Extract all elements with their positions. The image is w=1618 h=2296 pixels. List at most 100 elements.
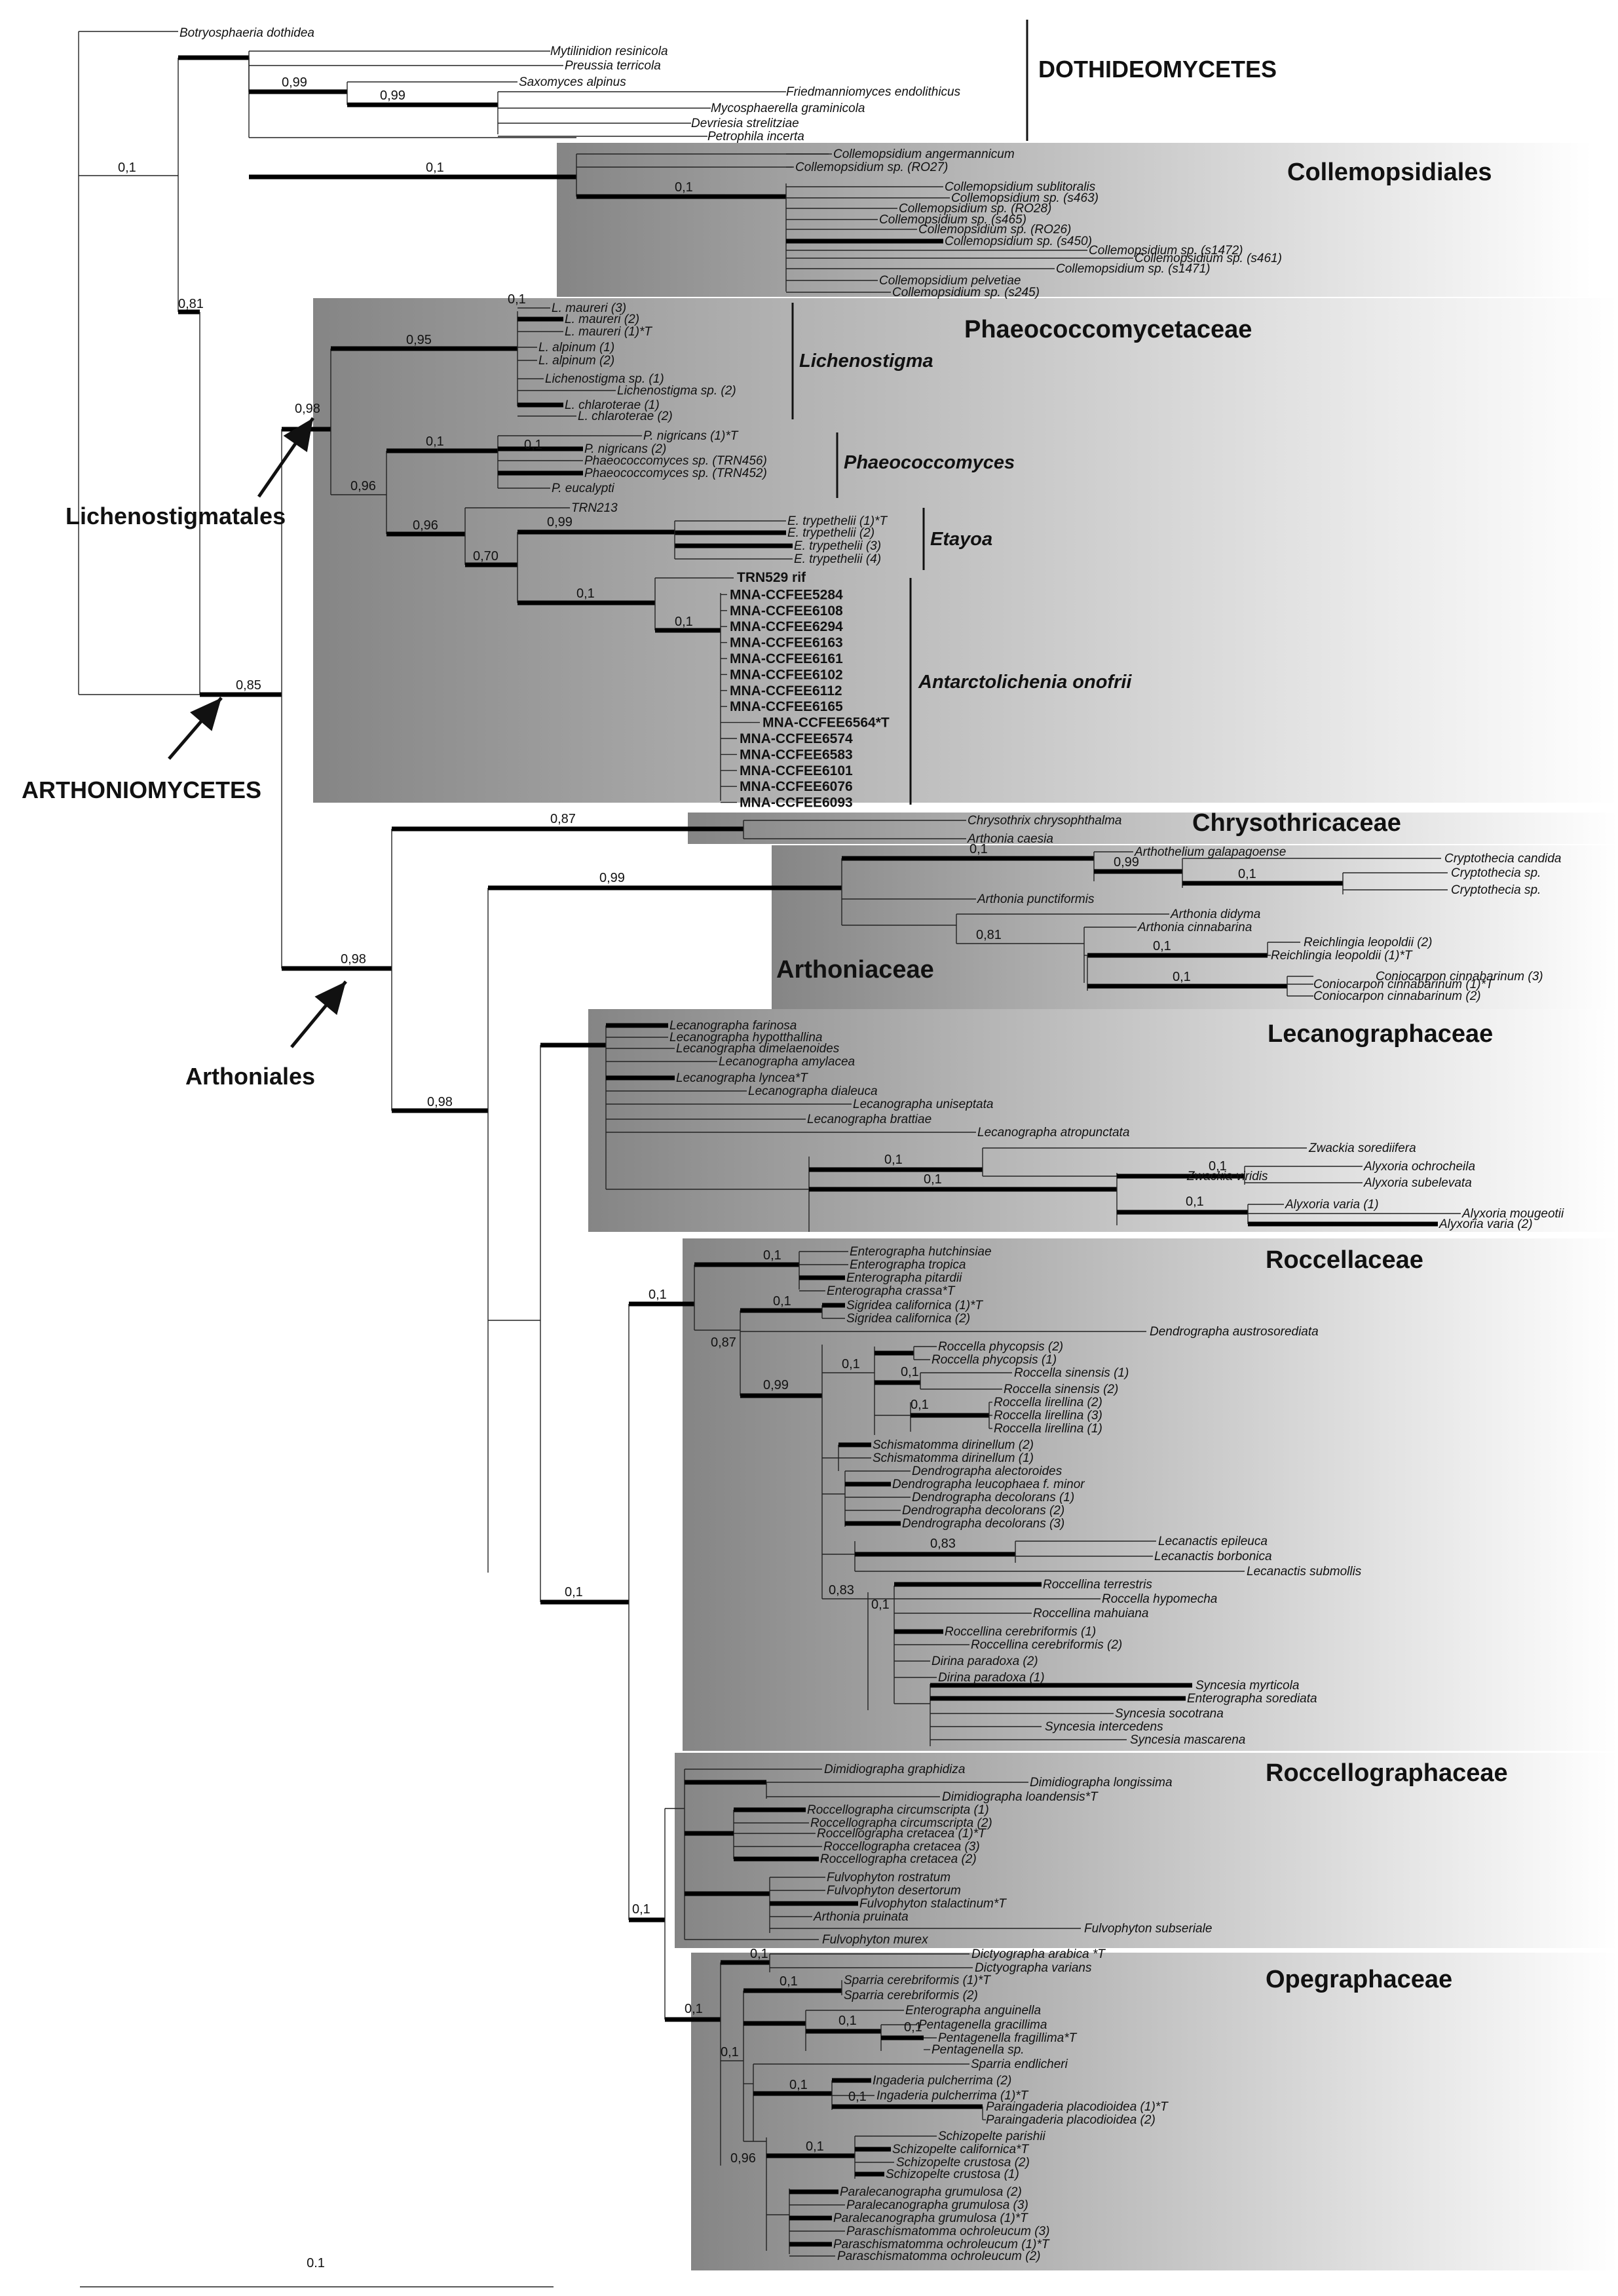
taxon-label: L. alpinum (1) <box>538 341 614 354</box>
taxon-label: Lecanactis submollis <box>1247 1565 1362 1578</box>
support-value: 0,1 <box>721 2045 739 2059</box>
taxon-label: Dictyographa arabica *T <box>971 1947 1106 1961</box>
taxon-label: Arthonia didyma <box>1170 908 1260 921</box>
shading-box-collemopsidiales <box>557 143 1592 297</box>
taxon-label: MNA-CCFEE6102 <box>730 667 843 682</box>
support-value: 0,1 <box>789 2078 808 2092</box>
taxon-label: Paraingaderia placodioidea (1)*T <box>986 2100 1169 2114</box>
support-value: 0,85 <box>236 678 261 693</box>
taxon-label: Ingaderia pulcherrima (2) <box>873 2074 1011 2088</box>
taxon-label: Collemopsidium sublitoralis <box>945 180 1096 194</box>
taxon-label: Paraingaderia placodioidea (2) <box>986 2113 1156 2127</box>
support-value: 0,1 <box>565 1585 583 1599</box>
taxon-label: Lecanographa uniseptata <box>853 1098 993 1111</box>
taxon-label: Arthonia cinnabarina <box>1137 921 1252 934</box>
taxon-label: Dendrographa decolorans (1) <box>912 1491 1074 1504</box>
taxon-label: Enterographa anguinella <box>905 2004 1041 2018</box>
taxon-label: TRN213 <box>571 501 618 515</box>
taxon-label: MNA-CCFEE6108 <box>730 603 843 619</box>
taxon-label: MNA-CCFEE6165 <box>730 699 843 714</box>
shading-box-chrysothricaceae <box>688 813 1618 844</box>
taxon-label: Paraschismatomma ochroleucum (3) <box>846 2225 1049 2238</box>
taxon-label: Coniocarpon cinnabarinum (2) <box>1313 989 1481 1003</box>
taxon-label: TRN529 rif <box>737 570 806 585</box>
taxon-label: P. nigricans (1)*T <box>643 429 739 443</box>
shading-box-arthoniaceae <box>772 845 1618 1009</box>
taxon-label: Roccellina terrestris <box>1043 1578 1152 1592</box>
taxon-label: Schizopelte parishii <box>938 2130 1045 2143</box>
taxon-label: Paraschismatomma ochroleucum (1)*T <box>833 2238 1050 2251</box>
support-value: 0,81 <box>976 928 1002 942</box>
genus-label-phaeococcomyces: Phaeococcomyces <box>844 452 1015 473</box>
support-value: 0,1 <box>426 161 444 175</box>
taxon-label: MNA-CCFEE6574 <box>740 731 853 746</box>
taxon-label: Cryptothecia candida <box>1444 852 1562 866</box>
taxon-label: Phaeococcomyces sp. (TRN452) <box>584 467 767 480</box>
shading-box-opegraphaceae <box>691 1953 1618 2270</box>
taxon-label: Chrysothrix chrysophthalma <box>968 814 1121 828</box>
support-value: 0,1 <box>426 434 444 449</box>
shading-box-roccellographaceae <box>675 1753 1618 1948</box>
support-value: 0,1 <box>911 1398 929 1412</box>
support-value: 0,1 <box>924 1172 942 1187</box>
taxon-label: Dirina paradoxa (1) <box>938 1671 1045 1685</box>
taxon-label: Fulvophyton rostratum <box>827 1871 950 1885</box>
taxon-label: Sparria cerebriformis (2) <box>844 1989 978 2002</box>
support-value: 0,1 <box>1153 939 1171 953</box>
taxon-label: Petrophila incerta <box>707 130 804 144</box>
support-value: 0,1 <box>1209 1159 1227 1174</box>
support-value: 0,96 <box>413 518 438 533</box>
taxon-label: E. trypethelii (1)*T <box>787 514 888 528</box>
taxon-label: L. maureri (3) <box>552 301 626 315</box>
taxon-label: Roccellina mahuiana <box>1033 1607 1148 1620</box>
taxon-label: Mytilinidion resinicola <box>550 45 668 58</box>
support-value: 0,81 <box>178 297 204 311</box>
taxon-label: Roccella lirellina (1) <box>994 1422 1102 1436</box>
taxon-label: Collemopsidium sp. (RO28) <box>899 202 1051 216</box>
taxon-label: Schizopelte crustosa (1) <box>886 2168 1019 2181</box>
class-label-dothideomycetes: DOTHIDEOMYCETES <box>1038 56 1277 83</box>
taxon-label: Sigridea californica (1)*T <box>846 1299 983 1312</box>
taxon-label: Collemopsidium sp. (RO27) <box>795 161 948 174</box>
genus-label-etayoa: Etayoa <box>930 529 992 550</box>
taxon-label: Collemopsidium sp. (s1471) <box>1056 262 1211 276</box>
taxon-label: Dimidiographa longissima <box>1030 1776 1173 1789</box>
family-title-collemopsidiales: Collemopsidiales <box>1287 159 1492 186</box>
support-value: 0,1 <box>773 1294 791 1309</box>
taxon-label: Pentagenella fragillima*T <box>938 2031 1078 2045</box>
taxon-label: L. chlaroterae (1) <box>565 398 660 412</box>
taxon-label: E. trypethelii (3) <box>794 539 881 553</box>
taxon-label: Arthothelium galapagoense <box>1134 845 1286 859</box>
taxon-label: Enterographa tropica <box>850 1258 966 1272</box>
support-value: 0,1 <box>904 2020 922 2035</box>
support-value: 0,98 <box>427 1095 453 1109</box>
support-value: 0,83 <box>930 1537 956 1551</box>
taxon-label: Phaeococcomyces sp. (TRN456) <box>584 454 767 468</box>
taxon-label: L. maureri (1)*T <box>565 325 652 339</box>
taxon-label: MNA-CCFEE6583 <box>740 747 853 762</box>
taxon-label: Paralecanographa grumulosa (2) <box>840 2185 1022 2199</box>
taxon-label: Arthonia pruinata <box>813 1910 909 1924</box>
taxon-label: Dirina paradoxa (2) <box>931 1655 1038 1668</box>
support-value: 0,1 <box>842 1357 860 1371</box>
order-label-arthoniales: Arthoniales <box>185 1063 315 1090</box>
shading-box-lecanographaceae <box>588 1009 1618 1232</box>
support-value: 0,1 <box>524 438 542 452</box>
support-value: 0,98 <box>341 952 366 966</box>
taxon-label: Reichlingia leopoldii (2) <box>1304 936 1432 949</box>
taxon-label: Lecanographa dimelaenoides <box>676 1042 840 1056</box>
taxon-label: Lecanographa amylacea <box>719 1055 855 1069</box>
arrow-lichenostigmatales-head <box>283 418 313 452</box>
taxon-label: Lichenostigma sp. (2) <box>617 384 736 398</box>
order-label-lichenostigmatales: Lichenostigmatales <box>66 503 286 529</box>
support-value: 0,99 <box>1114 855 1139 870</box>
taxon-label: Roccella phycopsis (1) <box>931 1353 1057 1367</box>
taxon-label: MNA-CCFEE6564*T <box>762 716 890 731</box>
family-title-phaeococcomycetaceae: Phaeococcomycetaceae <box>964 316 1252 343</box>
taxon-label: Zwackia viridis <box>1186 1170 1268 1183</box>
taxon-label: Dendrographa decolorans (3) <box>902 1517 1064 1531</box>
taxon-label: Enterographa hutchinsiae <box>850 1245 992 1259</box>
family-title-lecanographaceae: Lecanographaceae <box>1268 1020 1493 1048</box>
shading-box-roccellaceae <box>683 1238 1618 1751</box>
family-title-arthoniaceae: Arthoniaceae <box>776 956 934 984</box>
